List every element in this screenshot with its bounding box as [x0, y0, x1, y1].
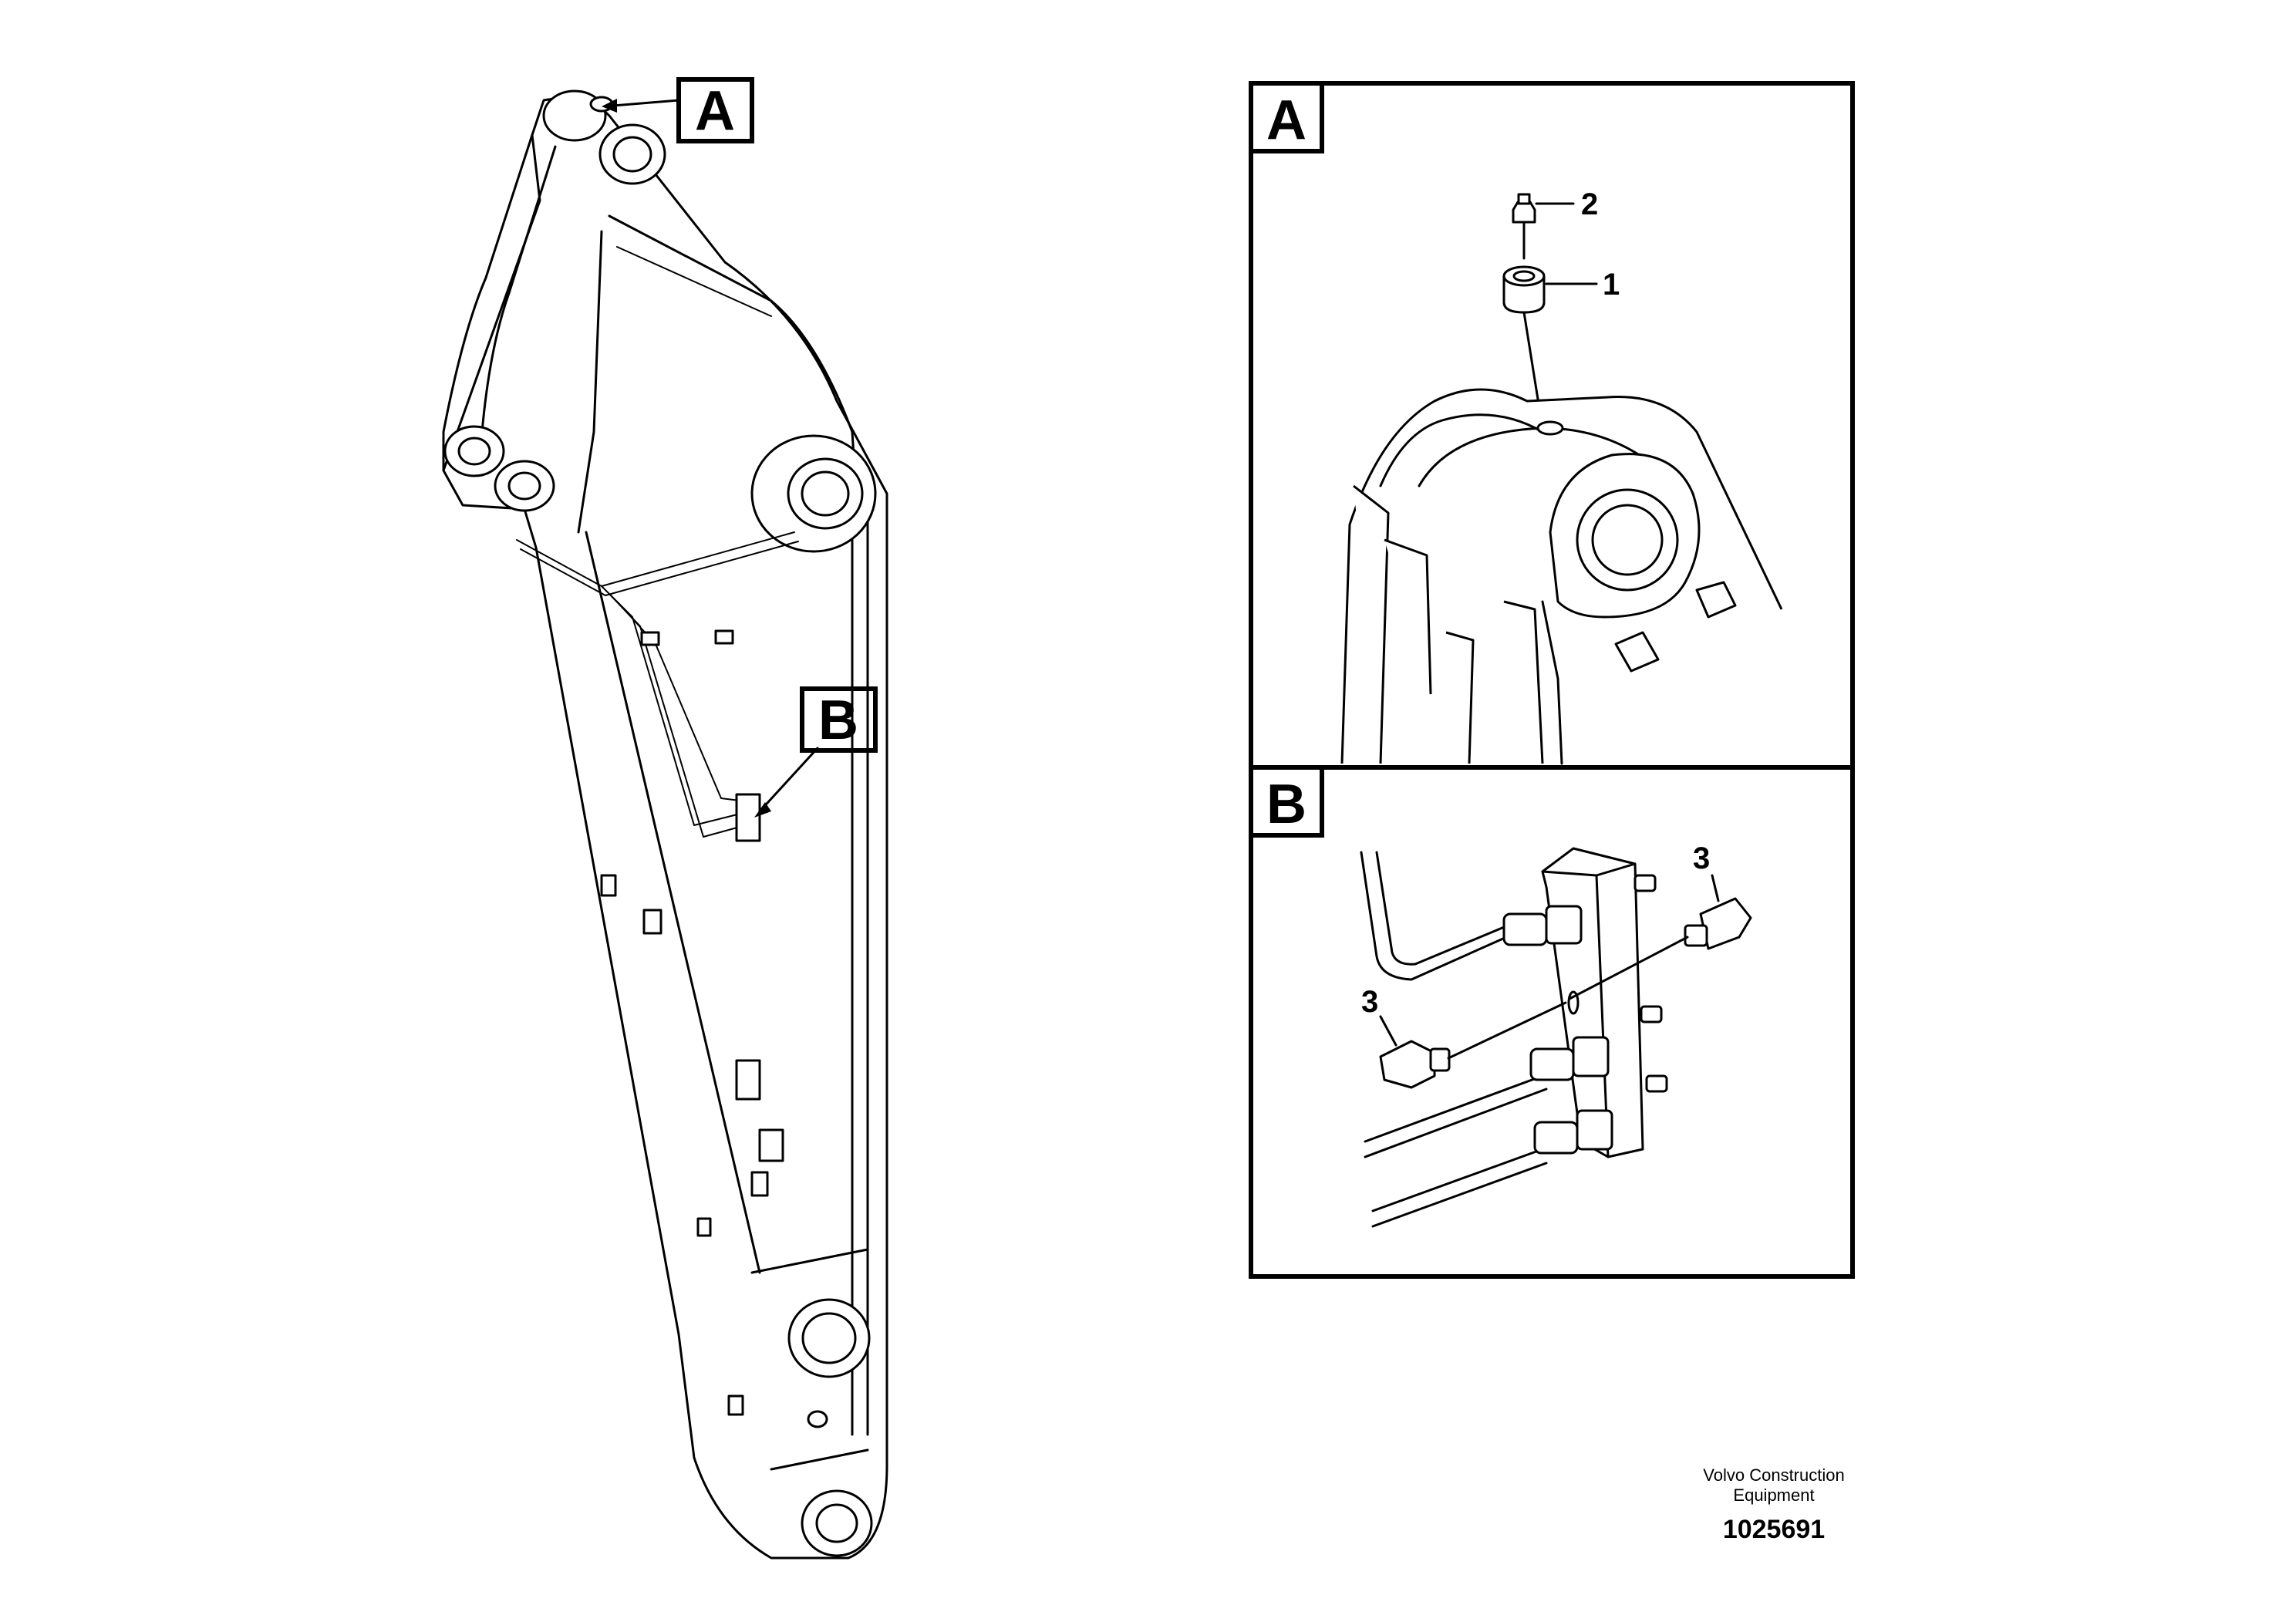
callout-b-box: [800, 686, 878, 753]
link-eye-right: [494, 460, 555, 512]
detail-b-panel: B 3: [1249, 765, 1855, 1279]
grease-nipples: [1633, 874, 1668, 1093]
hydraulic-pipe-middle: [1364, 1074, 1544, 1143]
detail-b-frame: [1249, 765, 1855, 1279]
grease-block-b: [735, 793, 761, 842]
detail-b-title-box: [1249, 765, 1324, 838]
boom-head-pin-boss: [1340, 388, 1783, 765]
arm-overview-drawing: [442, 89, 888, 1560]
callout-a: A: [602, 77, 754, 143]
detail-a-panel: A 2 1: [1249, 81, 1855, 770]
arm-tip-pin-boss: [801, 1489, 873, 1557]
item-2-label: 2: [1581, 187, 1598, 221]
link-eye-left: [443, 425, 505, 477]
pipe-clamp: [640, 631, 660, 646]
callout-a-label: A: [695, 80, 735, 142]
bushing-part: [1502, 265, 1546, 430]
detail-a-title: A: [1266, 89, 1306, 151]
arm-head-pin: [598, 123, 666, 185]
callout-b-label: B: [818, 690, 858, 751]
detail-a-title-box: [1249, 81, 1324, 153]
plug-part-left: [1379, 1001, 1567, 1089]
grease-nipple-part: [1512, 193, 1536, 260]
hydraulic-pipe-lower: [1371, 1148, 1544, 1212]
callout-b: B: [754, 686, 878, 818]
plug-part-right: [1568, 897, 1752, 1000]
detail-b-title: B: [1266, 774, 1306, 835]
callout-a-box: [676, 77, 754, 143]
item-1-label: 1: [1603, 268, 1620, 302]
title-block: Volvo Construction Equipment 1025691: [1703, 1465, 1844, 1544]
item-3-label-left: 3: [1361, 985, 1378, 1019]
document-number: 1025691: [1723, 1515, 1825, 1544]
hydraulic-pipe-upper: [1360, 851, 1513, 981]
pipe-fittings: [1502, 905, 1613, 1155]
company-name-line2: Equipment: [1733, 1485, 1814, 1505]
company-name-line1: Volvo Construction: [1703, 1465, 1844, 1485]
item-3-label-right: 3: [1693, 841, 1710, 875]
arm-lower-pin-boss: [787, 1298, 871, 1378]
